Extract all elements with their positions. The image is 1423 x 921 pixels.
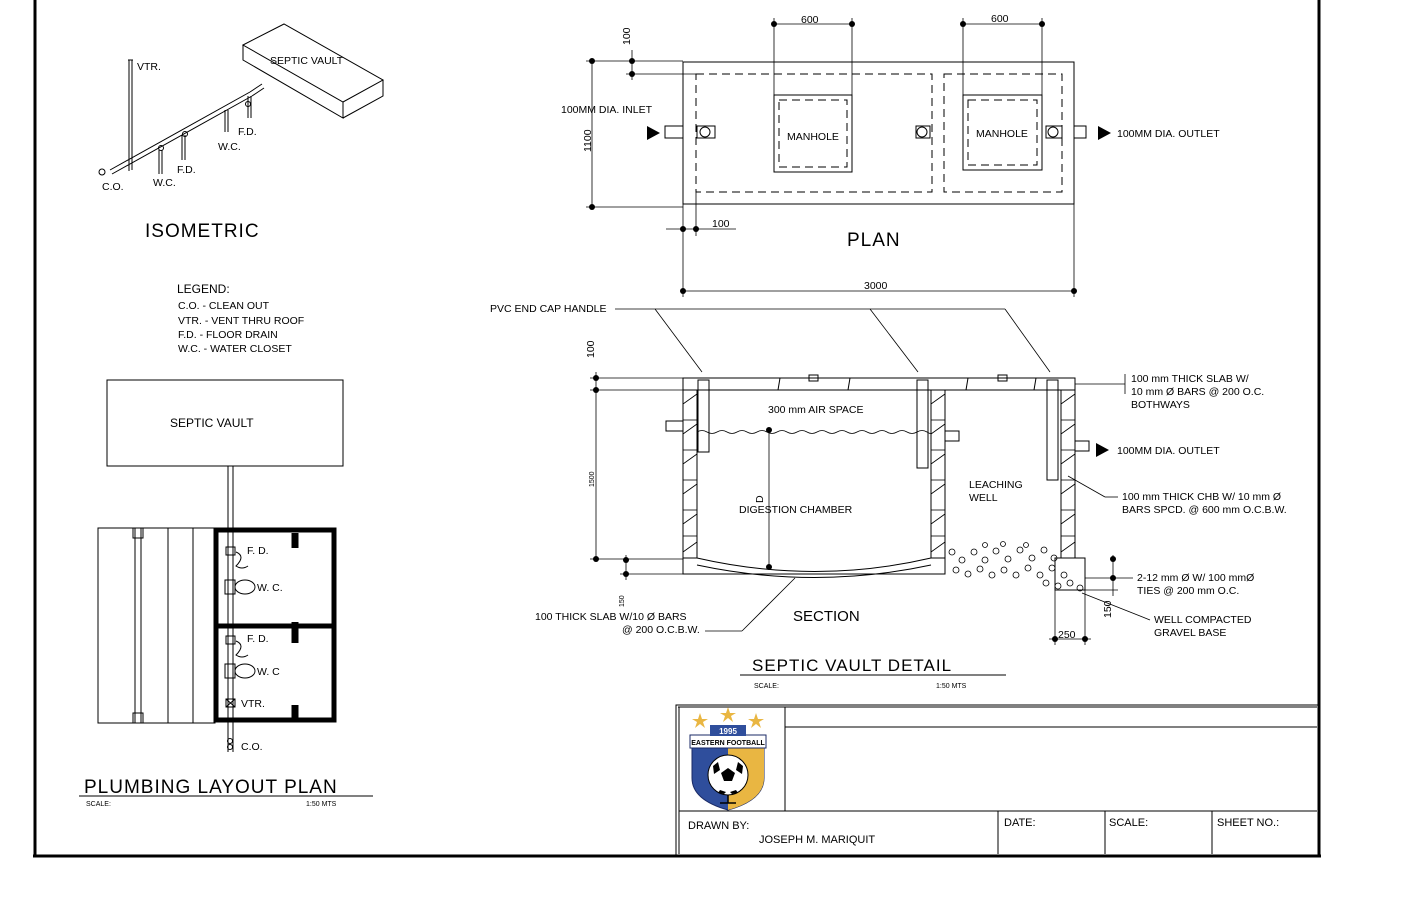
section-slab-bot-2: @ 200 O.C.B.W. — [622, 624, 700, 636]
section-slab-bot-1: 100 THICK SLAB W/10 Ø BARS — [535, 611, 687, 623]
layout-vtr-label: VTR. — [241, 698, 265, 710]
layout-fd2-label: F. D. — [247, 633, 269, 645]
section-d-label: D — [754, 495, 766, 503]
section-gravel-2: GRAVEL BASE — [1154, 627, 1226, 639]
drawn-by-name: JOSEPH M. MARIQUIT — [759, 834, 875, 846]
iso-vault-label: SEPTIC VAULT — [270, 55, 344, 67]
scale-label: SCALE: — [1109, 817, 1148, 829]
legend-item: W.C. - WATER CLOSET — [178, 343, 292, 355]
section-leaching-1: LEACHING — [969, 479, 1023, 491]
section-dim-1500: 1500 — [589, 471, 596, 487]
plan-title: PLAN — [847, 230, 901, 251]
iso-fd2-label: F.D. — [177, 164, 196, 176]
plan-outlet-label: 100MM DIA. OUTLET — [1117, 128, 1220, 140]
layout-scale-label: SCALE: — [86, 801, 111, 808]
section-chb-1: 100 mm THICK CHB W/ 10 mm Ø — [1122, 491, 1281, 503]
layout-septic-vault — [106, 379, 344, 467]
date-label: DATE: — [1004, 817, 1036, 829]
plan-dim-3000: 3000 — [864, 280, 888, 292]
detail-scale-label: SCALE: — [754, 683, 779, 690]
plan-inlet-label: 100MM DIA. INLET — [561, 104, 653, 116]
section-dim-150-left: 150 — [619, 595, 626, 607]
isometric-view: SEPTIC VAULT VTR. F.D. W.C. F.D. W.C. C.… — [98, 23, 385, 242]
iso-vault-side — [342, 80, 384, 119]
title-block: DRAWN BY: JOSEPH M. MARIQUIT DATE: SCALE… — [675, 704, 1320, 857]
section-leaching-2: WELL — [969, 492, 998, 504]
star-icon — [720, 707, 736, 722]
legend-item: C.O. - CLEAN OUT — [178, 300, 270, 312]
legend-item: VTR. - VENT THRU ROOF — [178, 315, 304, 327]
layout-wc2-label: W. C — [257, 666, 280, 678]
layout-scale-value: 1:50 MTS — [306, 801, 337, 808]
detail-scale-value: 1:50 MTS — [936, 683, 967, 690]
plan-dim-600-b: 600 — [991, 13, 1009, 25]
plan-dim-1100: 1100 — [582, 129, 594, 152]
layout-fd1-label: F. D. — [247, 545, 269, 557]
logo-year: 1995 — [719, 727, 737, 736]
star-icon — [692, 713, 708, 728]
section-air-space: 300 mm AIR SPACE — [768, 404, 864, 416]
star-icon — [748, 713, 764, 728]
section-slab-top-1: 100 mm THICK SLAB W/ — [1131, 373, 1249, 385]
plumbing-layout-title: PLUMBING LAYOUT PLAN — [84, 777, 338, 798]
plumbing-layout-plan: SEPTIC VAULT F. D. W. C. F. D. W. C — [79, 379, 373, 808]
gravel-base — [948, 541, 1084, 592]
drawn-by-label: DRAWN BY: — [688, 820, 749, 832]
section-dim-150-right: 150 — [1102, 600, 1114, 618]
iso-wc1-label: W.C. — [218, 141, 241, 153]
legend-item: F.D. - FLOOR DRAIN — [178, 329, 278, 341]
section-ties-2: TIES @ 200 mm O.C. — [1137, 585, 1239, 597]
iso-fd1-label: F.D. — [238, 126, 257, 138]
septic-vault-detail-title: SEPTIC VAULT DETAIL — [752, 656, 952, 675]
plan-dim-100-bottom: 100 — [712, 218, 730, 230]
plan-manhole-2: MANHOLE — [976, 128, 1028, 140]
section-outlet-label: 100MM DIA. OUTLET — [1117, 445, 1220, 457]
detail-title: SEPTIC VAULT DETAIL SCALE: 1:50 MTS — [740, 656, 1006, 690]
layout-wc1-label: W. C. — [257, 582, 283, 594]
iso-vault-front — [242, 45, 344, 119]
plan-dim-600-a: 600 — [801, 14, 819, 26]
logo-name: EASTERN FOOTBALL — [691, 740, 765, 747]
plan-dim-100-top: 100 — [621, 27, 633, 45]
section-slab-top-2: 10 mm Ø BARS @ 200 O.C. — [1131, 386, 1264, 398]
section-chb-2: BARS SPCD. @ 600 mm O.C.B.W. — [1122, 504, 1287, 516]
section-title: SECTION — [793, 608, 860, 625]
legend: LEGEND: C.O. - CLEAN OUT VTR. - VENT THR… — [177, 282, 304, 355]
layout-co-label: C.O. — [241, 741, 263, 753]
plan-manhole-1: MANHOLE — [787, 131, 839, 143]
iso-vtr-label: VTR. — [137, 61, 161, 73]
section-pvc-cap-label: PVC END CAP HANDLE — [490, 303, 607, 315]
iso-wc2-label: W.C. — [153, 177, 176, 189]
isometric-title: ISOMETRIC — [145, 221, 260, 242]
sheet-no-label: SHEET NO.: — [1217, 817, 1279, 829]
section-ties-1: 2-12 mm Ø W/ 100 mmØ — [1137, 572, 1254, 584]
section-view: PVC END CAP HANDLE — [490, 303, 1287, 645]
section-digestion: DIGESTION CHAMBER — [739, 504, 853, 516]
plan-view: MANHOLE MANHOLE 100MM DIA. INLET 100MM D… — [561, 13, 1220, 297]
section-dim-100: 100 — [585, 340, 597, 358]
section-slab-top-3: BOTHWAYS — [1131, 399, 1190, 411]
iso-co-label: C.O. — [102, 181, 124, 193]
layout-vault-label: SEPTIC VAULT — [170, 416, 254, 430]
legend-heading: LEGEND: — [177, 282, 230, 296]
club-logo: EASTERN FOOTBALL 1995 — [689, 707, 767, 811]
section-gravel-1: WELL COMPACTED — [1154, 614, 1252, 626]
section-dim-250: 250 — [1058, 629, 1076, 641]
